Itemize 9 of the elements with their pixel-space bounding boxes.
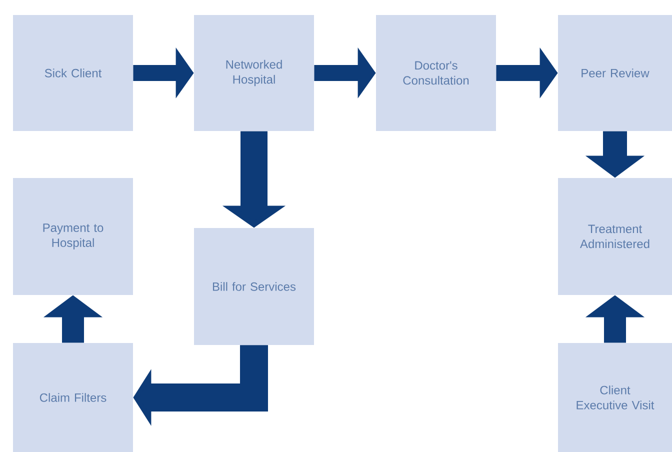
process-box: Treatment Administered xyxy=(558,178,672,295)
process-box: Payment to Hospital xyxy=(13,178,133,295)
process-box: Claim Filters xyxy=(13,342,133,452)
process-box: Sick Client xyxy=(13,15,133,131)
process-box: Networked Hospital xyxy=(194,15,314,131)
process-box: Bill for Services xyxy=(194,228,314,345)
process-box: Doctor's Consultation xyxy=(376,15,496,131)
process-box: Client Executive Visit xyxy=(558,342,672,452)
process-box: Peer Review xyxy=(558,15,672,131)
